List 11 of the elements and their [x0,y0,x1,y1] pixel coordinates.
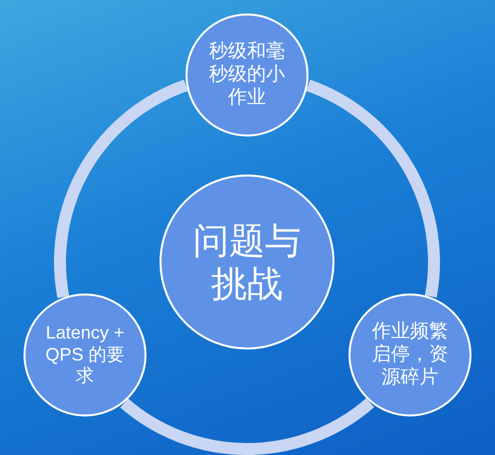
node-label: 问题与挑战 [192,218,302,306]
ring-arc [120,398,374,455]
circle-node [159,174,335,350]
node-label: 秒级和毫秒级的小作业 [208,40,286,110]
circle-node [185,13,309,137]
ring-arc [54,80,188,298]
ring-arc [306,80,440,298]
circle-node [348,293,472,417]
node-label: Latency + QPS 的要求 [44,322,126,388]
node-label: 作业频繁启停，资源碎片 [371,320,449,390]
circle-node [23,293,147,417]
